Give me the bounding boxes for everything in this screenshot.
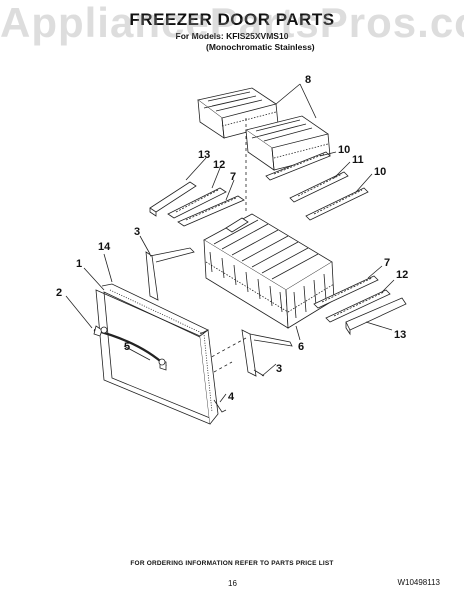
callout-3-upper: 3	[134, 226, 140, 238]
callout-2: 2	[56, 287, 62, 299]
leader-8	[275, 83, 317, 119]
leader-2	[65, 295, 93, 329]
slide-rail-10-upper	[265, 151, 331, 181]
leader-12-lower	[381, 279, 395, 293]
slide-rail-7-upper	[177, 195, 245, 227]
callout-14: 14	[98, 241, 111, 253]
door-gasket	[213, 399, 227, 413]
callout-13-upper: 13	[198, 149, 210, 161]
model-line: For Models: KFIS25XVMS10	[175, 31, 289, 41]
leader-6	[295, 325, 301, 341]
slide-rail-12-lower	[325, 289, 391, 323]
upper-basket-right	[245, 115, 331, 171]
page-title: FREEZER DOOR PARTS	[129, 10, 335, 29]
freezer-bin	[203, 213, 335, 329]
leader-7-lower	[367, 265, 383, 279]
leader-13-upper	[185, 157, 207, 181]
bracket-3-upper	[145, 247, 195, 301]
slide-rail-13-lower	[345, 297, 407, 336]
leader-7-upper	[225, 179, 235, 201]
slide-rail-11	[289, 171, 349, 203]
callout-6: 6	[298, 341, 304, 353]
leader-11	[333, 161, 351, 179]
callout-3-lower: 3	[276, 363, 282, 375]
slide-rail-7-lower	[313, 275, 379, 309]
variant-line: (Monochromatic Stainless)	[206, 42, 315, 52]
leader-3-lower	[261, 363, 277, 377]
ordering-info: FOR ORDERING INFORMATION REFER TO PARTS …	[130, 560, 334, 567]
callout-10-upper: 10	[338, 144, 350, 156]
leader-5	[123, 345, 151, 361]
callout-11: 11	[352, 154, 364, 166]
callout-10-lower: 10	[374, 166, 386, 178]
callout-12-upper: 12	[213, 159, 225, 171]
freezer-door	[95, 283, 219, 425]
callout-5: 5	[124, 341, 130, 353]
leader-3-upper	[139, 235, 151, 255]
leader-10-lower	[355, 173, 373, 193]
leader-12-upper	[211, 167, 221, 189]
callout-13-lower: 13	[394, 329, 406, 341]
callout-1: 1	[76, 258, 82, 270]
slide-rail-13-upper	[149, 181, 197, 217]
door-centerline	[205, 337, 247, 373]
slide-rail-12-upper	[167, 187, 227, 219]
page-number: 16	[228, 579, 237, 588]
callout-8: 8	[305, 74, 311, 86]
leader-14	[103, 253, 113, 283]
callout-7-lower: 7	[384, 257, 390, 269]
leader-1	[83, 267, 105, 291]
bracket-3-lower	[241, 329, 293, 377]
slide-rail-10-lower	[305, 187, 369, 221]
callout-4: 4	[228, 391, 235, 403]
leader-10-upper	[319, 151, 337, 157]
callout-12-lower: 12	[396, 269, 408, 281]
callout-7-upper: 7	[230, 171, 236, 183]
document-number: W10498113	[397, 578, 440, 587]
leader-4	[219, 393, 227, 403]
leader-13-lower	[365, 321, 393, 331]
handle-screws	[100, 326, 166, 366]
